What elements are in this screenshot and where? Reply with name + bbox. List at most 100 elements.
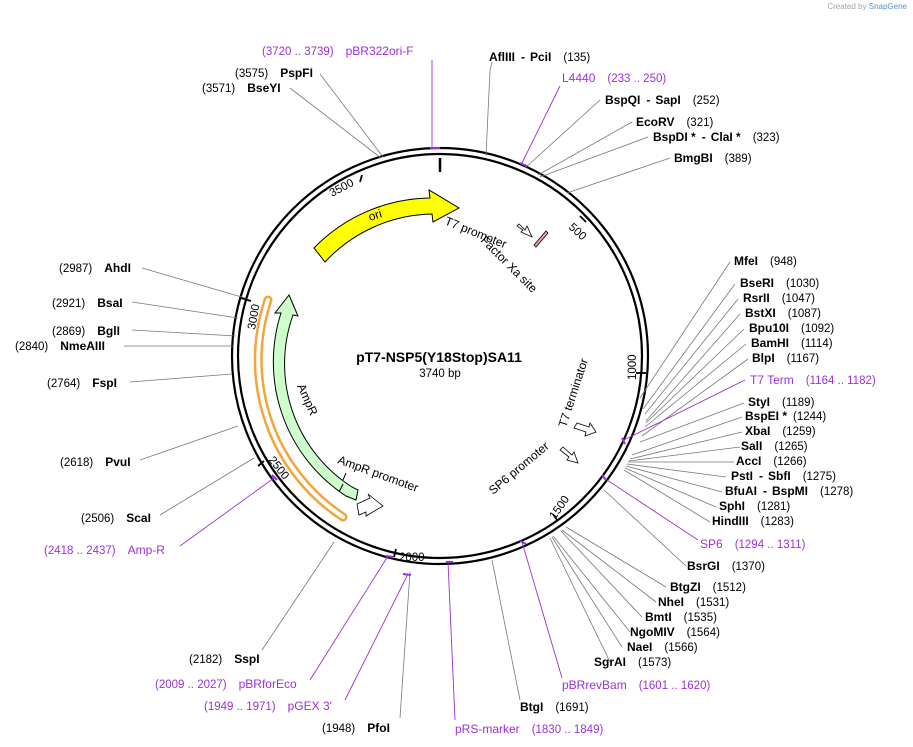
primer-ampr-row[interactable]: (2418 .. 2437)Amp-R <box>44 543 165 557</box>
enzyme-bspmi-name[interactable]: BspMI <box>772 484 808 498</box>
primer-pbr322ori-row[interactable]: (3720 .. 3739)pBR322ori-F <box>262 44 414 58</box>
enzyme-pspfi-row[interactable]: (3575)PspFI <box>235 66 313 80</box>
enzyme-bamhi-row[interactable]: BamHI(1114) <box>751 336 833 350</box>
enzyme-bsai-name[interactable]: BsaI <box>97 296 122 310</box>
primer-l4440-name[interactable]: L4440 <box>562 71 596 85</box>
enzyme-bfuai-name[interactable]: BfuAI <box>725 484 757 498</box>
primer-prsmarker-row[interactable]: pRS-marker(1830 .. 1849) <box>455 722 603 736</box>
enzyme-bsrgi-name[interactable]: BsrGI <box>687 559 720 573</box>
enzyme-clai-name[interactable]: ClaI * <box>711 130 741 144</box>
enzyme-fspi-row[interactable]: (2764)FspI <box>47 376 117 390</box>
enzyme-ecorv-name[interactable]: EcoRV <box>636 115 674 129</box>
enzyme-pfoi-name[interactable]: PfoI <box>367 721 390 735</box>
enzyme-bsai-row[interactable]: (2921)BsaI <box>52 296 123 310</box>
enzyme-bspdi-name[interactable]: BspDI * <box>653 130 696 144</box>
enzyme-pcii-name[interactable]: PciI <box>530 50 551 64</box>
factor-xa-marker[interactable] <box>533 230 549 248</box>
enzyme-sphi-name[interactable]: SphI <box>719 499 745 513</box>
primer-pbrforeco-row[interactable]: (2009 .. 2027)pBRforEco <box>155 677 297 691</box>
enzyme-bspei-name[interactable]: BspEI * <box>745 409 787 423</box>
enzyme-btgzi-name[interactable]: BtgZI <box>670 580 701 594</box>
enzyme-sali-name[interactable]: SalI <box>741 439 762 453</box>
enzyme-acci-name[interactable]: AccI <box>736 454 761 468</box>
primer-sp6-name[interactable]: SP6 <box>700 537 723 551</box>
enzyme-ahdi-name[interactable]: AhdI <box>104 261 131 275</box>
enzyme-nhei-name[interactable]: NheI <box>658 595 684 609</box>
primer-t7term-row[interactable]: T7 Term(1164 .. 1182) <box>750 373 876 387</box>
enzyme-rsrii-name[interactable]: RsrII <box>743 291 770 305</box>
enzyme-styi-name[interactable]: StyI <box>748 395 770 409</box>
enzyme-bseyi-name[interactable]: BseYI <box>247 81 280 95</box>
enzyme-bseyi-row[interactable]: (3571)BseYI <box>202 81 281 95</box>
enzyme-pspfi-name[interactable]: PspFI <box>280 66 313 80</box>
enzyme-btgi-row[interactable]: BtgI(1691) <box>520 700 589 714</box>
primer-l4440-row[interactable]: L4440(233 .. 250) <box>562 71 666 85</box>
enzyme-afliii-row[interactable]: AflIII-PciI(135) <box>489 50 590 64</box>
enzyme-hindiii-name[interactable]: HindIII <box>712 514 749 528</box>
enzyme-mfei-name[interactable]: MfeI <box>734 254 758 268</box>
enzyme-sphi-row[interactable]: SphI(1281) <box>719 499 790 513</box>
enzyme-blpi-name[interactable]: BlpI <box>752 351 775 365</box>
enzyme-nmeaiii-name[interactable]: NmeAIII <box>60 339 105 353</box>
enzyme-blpi-row[interactable]: BlpI(1167) <box>752 351 819 365</box>
enzyme-bmgbi-name[interactable]: BmgBI <box>674 151 713 165</box>
primer-pgex3-name[interactable]: pGEX 3' <box>288 699 332 713</box>
enzyme-styi-row[interactable]: StyI(1189) <box>748 395 815 409</box>
enzyme-acci-row[interactable]: AccI(1266) <box>736 454 807 468</box>
enzyme-bmti-name[interactable]: BmtI <box>645 610 672 624</box>
enzyme-bpu10i-row[interactable]: Bpu10I(1092) <box>749 321 834 335</box>
enzyme-pfoi-row[interactable]: (1948)PfoI <box>322 721 390 735</box>
enzyme-sbfi-name[interactable]: SbfI <box>768 469 791 483</box>
enzyme-sapi-name[interactable]: SapI <box>655 93 680 107</box>
enzyme-bmti-row[interactable]: BmtI(1535) <box>645 610 717 624</box>
enzyme-ecorv-row[interactable]: EcoRV(321) <box>636 115 713 129</box>
primer-pbrforeco-name[interactable]: pBRforEco <box>239 677 297 691</box>
enzyme-naei-name[interactable]: NaeI <box>627 640 652 654</box>
enzyme-bpu10i-name[interactable]: Bpu10I <box>749 321 789 335</box>
enzyme-ahdi-row[interactable]: (2987)AhdI <box>59 261 131 275</box>
enzyme-ngomiv-row[interactable]: NgoMIV(1564) <box>630 625 720 639</box>
enzyme-btgzi-row[interactable]: BtgZI(1512) <box>670 580 746 594</box>
enzyme-naei-row[interactable]: NaeI(1566) <box>627 640 698 654</box>
sp6-promoter-arrow[interactable] <box>559 446 579 464</box>
enzyme-nmeaiii-row[interactable]: (2840)NmeAIII <box>15 339 105 353</box>
enzyme-scai-row[interactable]: (2506)ScaI <box>81 511 151 525</box>
enzyme-bgli-name[interactable]: BglI <box>97 324 120 338</box>
primer-pbrrevbam-name[interactable]: pBRrevBam <box>562 678 627 692</box>
primer-ampr-name[interactable]: Amp-R <box>128 543 166 557</box>
enzyme-bspqi-name[interactable]: BspQI <box>605 93 640 107</box>
enzyme-bsrgi-row[interactable]: BsrGI(1370) <box>687 559 765 573</box>
enzyme-bseri-name[interactable]: BseRI <box>740 276 774 290</box>
enzyme-scai-name[interactable]: ScaI <box>126 511 151 525</box>
enzyme-mfei-row[interactable]: MfeI(948) <box>734 254 797 268</box>
enzyme-bfuai-row[interactable]: BfuAI-BspMI(1278) <box>725 484 853 498</box>
enzyme-sgrai-row[interactable]: SgrAI(1573) <box>594 655 671 669</box>
primer-sp6-row[interactable]: SP6(1294 .. 1311) <box>700 537 806 551</box>
enzyme-xbai-row[interactable]: XbaI(1259) <box>745 424 816 438</box>
enzyme-sspi-name[interactable]: SspI <box>234 652 259 666</box>
enzyme-pvui-name[interactable]: PvuI <box>105 455 130 469</box>
enzyme-ngomiv-name[interactable]: NgoMIV <box>630 625 675 639</box>
enzyme-psti-row[interactable]: PstI-SbfI(1275) <box>731 469 836 483</box>
enzyme-sali-row[interactable]: SalI(1265) <box>741 439 808 453</box>
enzyme-xbai-name[interactable]: XbaI <box>745 424 770 438</box>
primer-t7term-name[interactable]: T7 Term <box>750 373 794 387</box>
enzyme-sgrai-name[interactable]: SgrAI <box>594 655 626 669</box>
enzyme-bspqi-row[interactable]: BspQI-SapI(252) <box>605 93 720 107</box>
enzyme-bspdi-row[interactable]: BspDI *-ClaI *(323) <box>653 130 780 144</box>
enzyme-bgli-row[interactable]: (2869)BglI <box>52 324 120 338</box>
t7-terminator-arrow[interactable] <box>573 422 597 437</box>
primer-pbr322ori-name[interactable]: pBR322ori-F <box>346 44 414 58</box>
enzyme-hindiii-row[interactable]: HindIII(1283) <box>712 514 794 528</box>
enzyme-bamhi-name[interactable]: BamHI <box>751 336 789 350</box>
enzyme-bseri-row[interactable]: BseRI(1030) <box>740 276 819 290</box>
ampr-arrow[interactable] <box>272 294 359 501</box>
enzyme-psti-name[interactable]: PstI <box>731 469 753 483</box>
enzyme-pvui-row[interactable]: (2618)PvuI <box>60 455 131 469</box>
enzyme-rsrii-row[interactable]: RsrII(1047) <box>743 291 815 305</box>
enzyme-nhei-row[interactable]: NheI(1531) <box>658 595 729 609</box>
enzyme-afliii-name[interactable]: AflIII <box>489 50 515 64</box>
ampr-promoter-arrow[interactable] <box>356 493 384 517</box>
ori-arrow[interactable] <box>313 189 461 263</box>
t7-promoter-arrow[interactable] <box>516 223 533 238</box>
